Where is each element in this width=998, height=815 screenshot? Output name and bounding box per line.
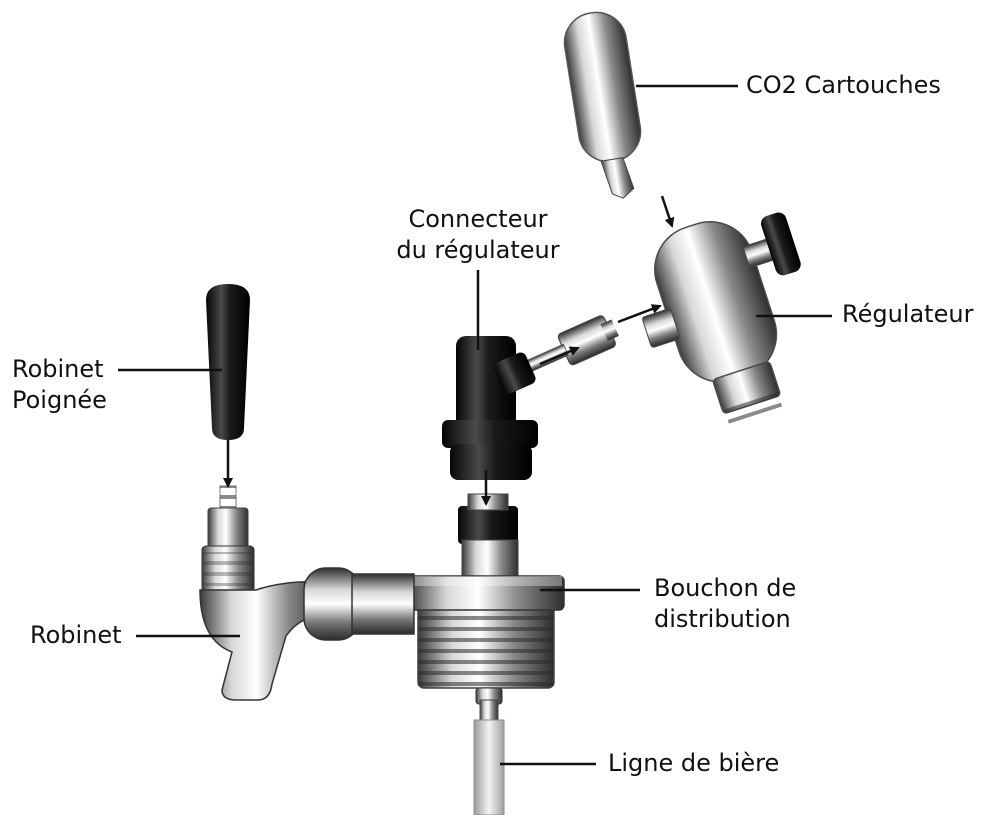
- beer-line: [474, 688, 504, 815]
- label-tap-handle-line-1: Robinet: [12, 354, 107, 385]
- label-dispense-cap-line-2: distribution: [654, 604, 796, 635]
- label-regulator-connector-line-1: Connecteur: [378, 204, 578, 235]
- label-regulator: Régulateur: [842, 299, 973, 330]
- label-regulator-connector-line-2: du régulateur: [378, 235, 578, 266]
- label-tap-handle-line-2: Poignée: [12, 385, 107, 416]
- label-regulator-connector: Connecteur du régulateur: [378, 204, 578, 266]
- gas-post: [458, 494, 518, 582]
- label-tap-handle: Robinet Poignée: [12, 354, 107, 416]
- label-tap: Robinet: [30, 620, 122, 651]
- label-co2-cartridge: CO2 Cartouches: [746, 70, 941, 101]
- co2-cartridge: [560, 8, 645, 201]
- regulator: [620, 197, 842, 439]
- label-dispense-cap-line-1: Bouchon de: [654, 573, 796, 604]
- gas-fitting: [519, 312, 622, 383]
- tap-faucet: [200, 486, 414, 700]
- dispense-cap: [408, 576, 564, 688]
- label-beer-line: Ligne de bière: [608, 748, 779, 779]
- label-dispense-cap: Bouchon de distribution: [654, 573, 796, 635]
- regulator-connector: [442, 336, 538, 480]
- tap-handle: [206, 284, 250, 440]
- arrow-cartridge-to-regulator: [662, 196, 672, 226]
